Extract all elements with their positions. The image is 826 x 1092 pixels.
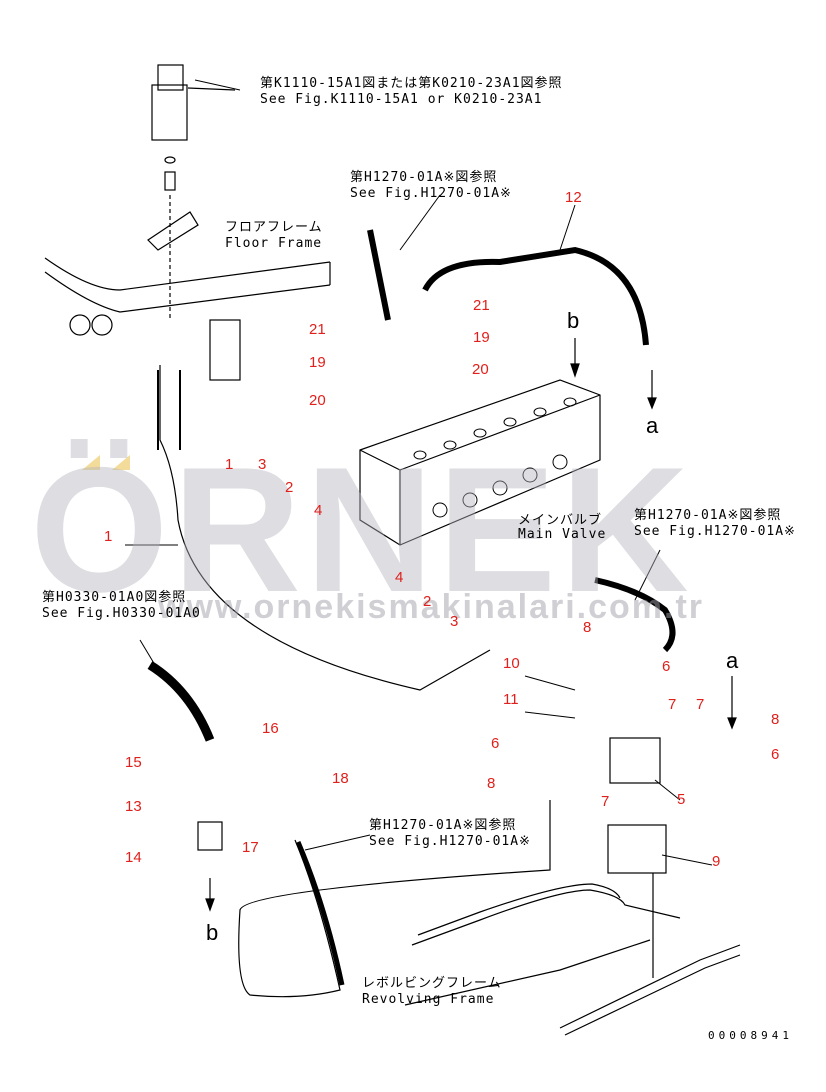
reference-upper-hose-jp: 第H1270-01A※図参照 xyxy=(350,170,498,185)
callout-8: 8 xyxy=(771,711,780,728)
callout-8: 8 xyxy=(487,775,496,792)
watermark-accent xyxy=(82,455,100,470)
right-hose xyxy=(594,577,676,653)
callout-2: 2 xyxy=(285,479,294,496)
callout-21: 21 xyxy=(473,297,490,314)
callout-13: 13 xyxy=(125,798,142,815)
callout-17: 17 xyxy=(242,839,259,856)
document-number: 00008941 xyxy=(708,1029,793,1042)
reference-upper-hose-en: See Fig.H1270-01A※ xyxy=(350,186,512,201)
lower-hose xyxy=(238,800,551,998)
hose-1-line xyxy=(159,365,491,691)
callout-12: 12 xyxy=(565,189,582,206)
callout-20: 20 xyxy=(309,392,326,409)
reference-lower-hose-en: See Fig.H1270-01A※ xyxy=(369,834,531,849)
revolving-frame-label-jp: レボルビングフレーム xyxy=(362,976,502,991)
callout-7: 7 xyxy=(668,696,677,713)
reference-left-hose-jp: 第H0330-01A0図参照 xyxy=(42,590,187,605)
flow-letter-b: b xyxy=(206,920,219,945)
callout-4: 4 xyxy=(395,569,404,586)
reference-right-hose-jp: 第H1270-01A※図参照 xyxy=(634,508,782,523)
floor-frame-label-en: Floor Frame xyxy=(225,236,323,251)
callout-6: 6 xyxy=(491,735,500,752)
flow-letter-a: a xyxy=(726,648,739,673)
reference-lower-hose-jp: 第H1270-01A※図参照 xyxy=(369,818,517,833)
callout-4: 4 xyxy=(314,502,323,519)
callout-15: 15 xyxy=(125,754,142,771)
floor-frame-label-jp: フロアフレーム xyxy=(225,220,323,235)
part-13-body xyxy=(197,821,223,851)
reference-left-hose-en: See Fig.H0330-01A0 xyxy=(42,606,201,621)
watermark-url: www.ornekismakinalari.com.tr xyxy=(158,588,705,626)
callout-16: 16 xyxy=(262,720,279,737)
callout-10: 10 xyxy=(503,655,520,672)
main-valve-label-jp: メインバルブ xyxy=(518,513,603,528)
callout-8: 8 xyxy=(583,619,592,636)
callout-1: 1 xyxy=(104,528,113,545)
callout-5: 5 xyxy=(677,791,686,808)
main-valve-drawing xyxy=(359,379,601,546)
part-5-block xyxy=(609,737,661,784)
callout-19: 19 xyxy=(309,354,326,371)
flow-letter-a: a xyxy=(646,413,659,438)
reference-top-en: See Fig.K1110-15A1 or K0210-23A1 xyxy=(260,92,543,107)
watermark-accent xyxy=(112,455,130,470)
callout-1: 1 xyxy=(225,456,234,473)
callout-9: 9 xyxy=(712,853,721,870)
callout-6: 6 xyxy=(662,658,671,675)
flow-letter-b: b xyxy=(567,308,580,333)
watermark-brand: ÖRNEK xyxy=(30,430,693,629)
leader-lines xyxy=(125,79,713,866)
floor-frame-drawing xyxy=(44,211,331,381)
revolving-frame-label-en: Revolving Frame xyxy=(362,992,495,1007)
callout-6: 6 xyxy=(771,746,780,763)
upper-hose xyxy=(367,229,391,321)
callout-7: 7 xyxy=(696,696,705,713)
callout-14: 14 xyxy=(125,849,142,866)
reference-right-hose-en: See Fig.H1270-01A※ xyxy=(634,524,796,539)
part-9-block xyxy=(607,824,667,874)
hose-12 xyxy=(422,246,649,346)
left-hose xyxy=(147,661,215,742)
callout-18: 18 xyxy=(332,770,349,787)
callout-3: 3 xyxy=(258,456,267,473)
top-switch-part xyxy=(151,64,236,320)
revolving-frame-drawing xyxy=(404,883,741,1036)
callout-2: 2 xyxy=(423,593,432,610)
callout-20: 20 xyxy=(472,361,489,378)
callout-7: 7 xyxy=(601,793,610,810)
callout-11: 11 xyxy=(503,691,519,708)
main-valve-label-en: Main Valve xyxy=(518,527,607,542)
callout-21: 21 xyxy=(309,321,326,338)
callout-3: 3 xyxy=(450,613,459,630)
callout-19: 19 xyxy=(473,329,490,346)
reference-top-jp: 第K1110-15A1図または第K0210-23A1図参照 xyxy=(260,76,563,91)
